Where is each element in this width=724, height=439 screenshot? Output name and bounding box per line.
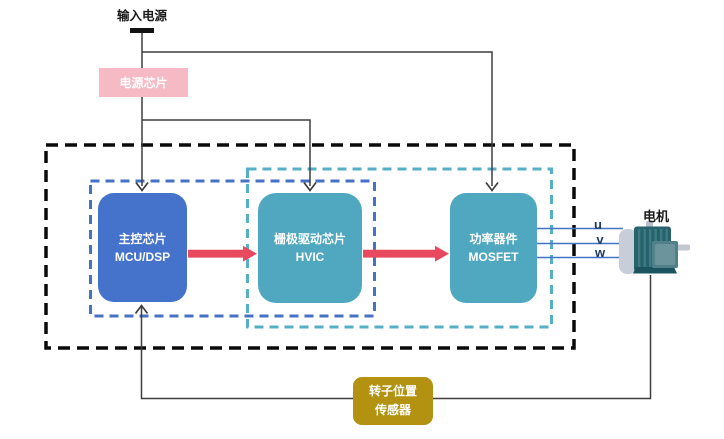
gate-driver-block: 栅极驱动芯片 HVIC [258, 193, 362, 303]
power-chip-box: 电源芯片 [99, 68, 188, 97]
power-terminal-bar [130, 28, 154, 33]
arrow-mcu-to-hvic-icon [188, 245, 257, 262]
outer-dashed-boundary [44, 143, 576, 350]
sensor-label-line2: 传感器 [374, 403, 411, 417]
phase-lines [537, 227, 623, 259]
line-power-to-mosfet [142, 51, 493, 186]
arrowhead-into-mcu-icon [135, 181, 149, 192]
arrowheads [134, 181, 499, 315]
gate-driver-label-cn: 栅极驱动芯片 [273, 232, 346, 246]
control-dashed-boundary [89, 179, 376, 318]
sensor-label-line1: 转子位置 [368, 384, 417, 399]
motor-junction-box-face [655, 244, 675, 265]
input-power-label: 输入电源 [116, 9, 167, 23]
mcu-block: 主控芯片 MCU/DSP [98, 193, 187, 302]
rotor-position-sensor-box: 转子位置 传感器 [353, 377, 433, 425]
motor-front-cap [619, 229, 637, 274]
signal-flow-arrows [188, 245, 449, 262]
arrow-hvic-to-mosfet-icon [363, 245, 449, 262]
power-device-label-en: MOSFET [468, 250, 519, 264]
motor-base [633, 267, 677, 274]
motor-icon [619, 221, 690, 274]
power-device-label-cn: 功率器件 [469, 232, 518, 246]
phase-label-v: v [596, 232, 604, 247]
power-device-block: 功率器件 MOSFET [450, 193, 537, 303]
phase-label-u: u [594, 217, 602, 232]
mcu-label-en: MCU/DSP [114, 249, 171, 264]
line-power-to-hvic [142, 119, 311, 186]
arrowhead-into-mosfet-icon [485, 181, 499, 192]
arrowhead-feedback-into-mcu-icon [134, 304, 149, 315]
driver-dashed-boundary [246, 167, 553, 329]
arrowhead-into-hvic-icon [303, 181, 317, 192]
gate-driver-label-en: HVIC [295, 250, 325, 264]
motor-label: 电机 [642, 209, 669, 224]
phase-label-w: w [594, 245, 606, 260]
power-chip-label: 电源芯片 [119, 75, 168, 90]
mcu-label-cn: 主控芯片 [118, 231, 167, 246]
